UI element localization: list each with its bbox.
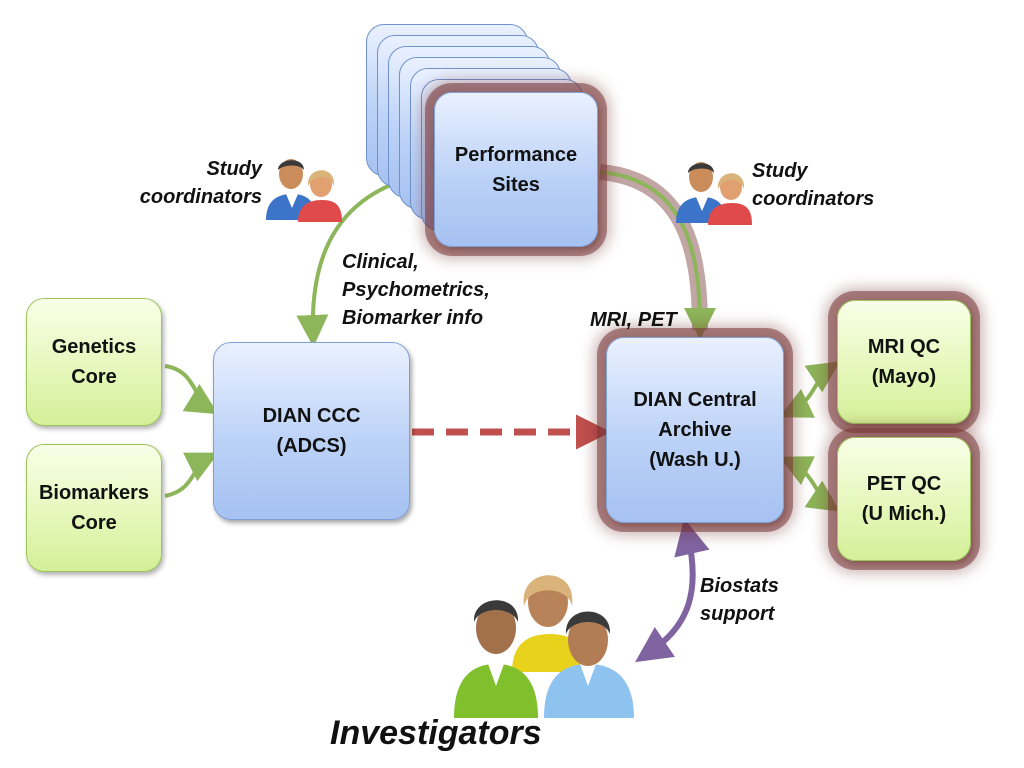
people-icon xyxy=(676,162,752,225)
genetics-core-label: Genetics Core xyxy=(51,336,137,388)
clinical-info-label: Clinical, Psychometrics, Biomarker info xyxy=(342,251,490,329)
biomarkers-to-ccc-arrow xyxy=(164,452,219,498)
investigators-label: Investigators xyxy=(330,714,542,752)
genetics-to-ccc-arrow xyxy=(164,364,219,415)
dian-central-archive-label: DIAN Central Archive (Wash U.) xyxy=(633,389,757,471)
biomarkers-core-label: Biomarkers Core xyxy=(38,482,150,534)
archive-pet-qc-arrow xyxy=(779,456,840,512)
genetics-core-node: Genetics Core xyxy=(26,298,162,426)
pet-qc-node: PET QC (U Mich.) xyxy=(837,437,971,561)
performance-sites-node: Performance Sites xyxy=(434,92,598,247)
study-coordinators-label-left: Study coordinators xyxy=(139,158,262,208)
pet-qc-label: PET QC (U Mich.) xyxy=(861,473,947,525)
investigators-archive-arrow xyxy=(635,518,710,663)
mri-qc-node: MRI QC (Mayo) xyxy=(837,300,971,424)
people-icon xyxy=(266,159,342,222)
investigators-group-icon xyxy=(454,575,634,718)
mri-qc-label: MRI QC (Mayo) xyxy=(867,336,941,388)
biomarkers-core-node: Biomarkers Core xyxy=(26,444,162,572)
study-coordinators-label-right: Study coordinators xyxy=(752,160,875,210)
archive-mri-qc-arrow xyxy=(779,361,840,418)
dian-ccc-node: DIAN CCC (ADCS) xyxy=(213,342,410,520)
sites-to-archive-arrow xyxy=(599,170,716,340)
performance-sites-label: Performance Sites xyxy=(454,143,578,196)
dian-central-archive-node: DIAN Central Archive (Wash U.) xyxy=(606,337,784,523)
biostats-support-label: Biostats support xyxy=(700,575,779,625)
mri-pet-label: MRI, PET xyxy=(590,309,677,331)
dian-ccc-label: DIAN CCC (ADCS) xyxy=(262,405,361,457)
